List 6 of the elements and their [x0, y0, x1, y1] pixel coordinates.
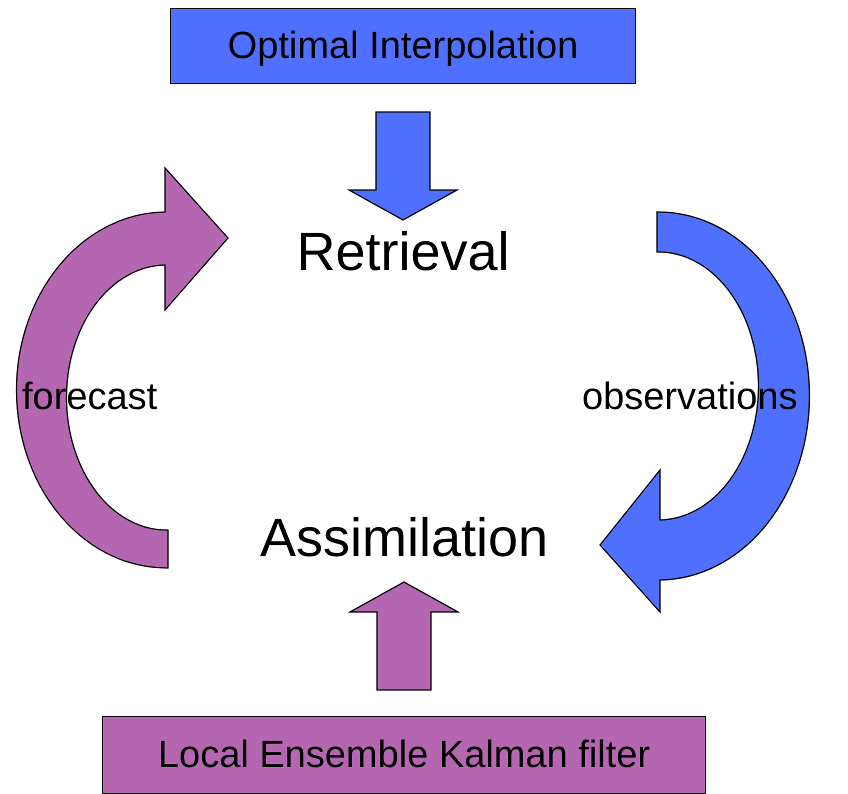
- method-box: Local Ensemble Kalman filter: [102, 716, 706, 794]
- block-arrow: [346, 111, 460, 221]
- stage-label: Assimilation: [236, 508, 572, 568]
- block-arrow: [348, 581, 460, 691]
- stage-label: Retrieval: [270, 222, 536, 282]
- method-box: Optimal Interpolation: [170, 8, 636, 84]
